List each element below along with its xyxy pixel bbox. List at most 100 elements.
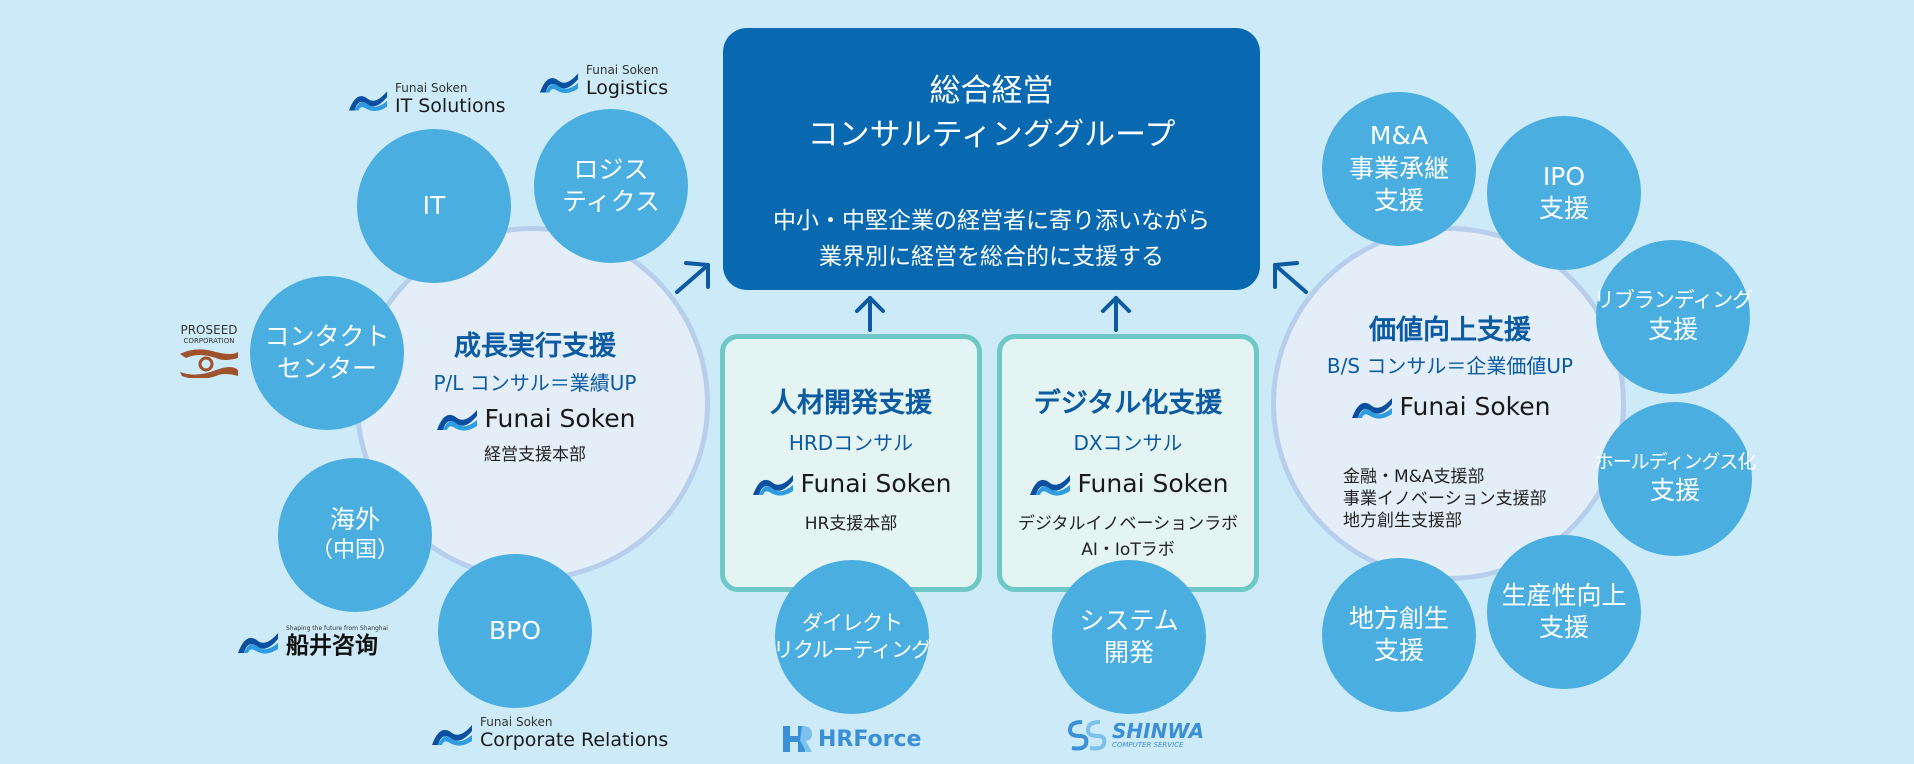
circle-direct-recruiting: ダイレクト リクルーティング bbox=[772, 560, 932, 714]
circle-it: IT bbox=[357, 129, 511, 283]
circle-regional-label-1: 地方創生 bbox=[1348, 603, 1449, 633]
left-cluster-dept: 経営支援本部 bbox=[484, 444, 586, 465]
hrforce-logo-icon bbox=[783, 726, 812, 752]
brand-log-large: Logistics bbox=[586, 77, 669, 99]
funai-soken-logo-icon bbox=[1029, 474, 1070, 496]
circle-holding-label-2: 支援 bbox=[1649, 476, 1700, 506]
left-cluster-title: 成長実行支援 bbox=[454, 331, 616, 362]
dx-logo-text: Funai Soken bbox=[1077, 469, 1229, 498]
left-cluster-subtitle: P/L コンサル＝業績UP bbox=[433, 371, 637, 395]
right-cluster-depts: 金融・M&A支援部 事業イノベーション支援部 地方創生支援部 bbox=[1343, 466, 1547, 532]
funai-soken-logo-icon bbox=[752, 474, 793, 496]
circle-rebranding: リブランディング 支援 bbox=[1593, 240, 1754, 394]
brand-shanghai-small: Shaping the future from Shanghai bbox=[286, 625, 388, 632]
circle-productivity: 生産性向上 支援 bbox=[1487, 535, 1641, 689]
dx-note-1: デジタルイノベーションラボ bbox=[1017, 514, 1239, 534]
brand-it-large: IT Solutions bbox=[395, 95, 506, 117]
brand-hrforce-text: HRForce bbox=[818, 726, 922, 752]
arrow-left-cluster bbox=[675, 261, 710, 294]
circle-rebrand-label-1: リブランディング bbox=[1593, 288, 1754, 313]
circle-contact-label-2: センター bbox=[276, 354, 377, 383]
circle-overseas-label-1: 海外 bbox=[329, 505, 380, 535]
circle-regional-label-2: 支援 bbox=[1373, 636, 1424, 665]
shinwa-logo-icon bbox=[1067, 720, 1107, 751]
hrd-title: 人材開発支援 bbox=[770, 388, 932, 419]
circle-productivity-label-1: 生産性向上 bbox=[1501, 580, 1627, 610]
dx-note: デジタルイノベーションラボ AI・IoTラボ bbox=[1002, 511, 1254, 563]
group-title-line1: 総合経営 bbox=[929, 73, 1054, 109]
brand-corporate-relations: Funai Soken Corporate Relations bbox=[430, 716, 668, 751]
brand-log-small: Funai Soken bbox=[586, 63, 659, 77]
dx-box: デジタル化支援 DXコンサル Funai Soken デジタルイノベーションラボ… bbox=[997, 334, 1259, 592]
circle-ma-label-2: 事業承継 bbox=[1348, 153, 1449, 183]
right-cluster-logo: Funai Soken bbox=[1290, 392, 1610, 424]
circle-ipo-label-2: 支援 bbox=[1538, 194, 1589, 223]
brand-cr-small: Funai Soken bbox=[480, 715, 553, 729]
group-description-line2: 業界別に経営を総合的に支援する bbox=[819, 244, 1164, 270]
brand-it-small: Funai Soken bbox=[395, 81, 468, 95]
circle-ma: M&A 事業承継 支援 bbox=[1322, 92, 1476, 246]
right-cluster-logo-text: Funai Soken bbox=[1399, 392, 1551, 421]
circle-it-label: IT bbox=[422, 190, 446, 220]
brand-logistics: Funai Soken Logistics bbox=[538, 64, 668, 99]
circle-overseas-label-2: （中国） bbox=[310, 537, 399, 563]
right-cluster-circle bbox=[1271, 226, 1626, 581]
proseed-logo-icon bbox=[180, 349, 238, 379]
circle-logistics-label-2: ティクス bbox=[562, 187, 660, 216]
circle-regional: 地方創生 支援 bbox=[1322, 558, 1476, 712]
left-cluster-text: 成長実行支援 P/L コンサル＝業績UP Funai Soken 経営支援本部 bbox=[390, 328, 680, 466]
circle-contact-label-1: コンタクト bbox=[264, 321, 390, 351]
funai-soken-logo-icon bbox=[238, 633, 278, 654]
circle-direct-label-1: ダイレクト bbox=[802, 610, 903, 635]
right-cluster-title: 価値向上支援 bbox=[1369, 315, 1531, 346]
circle-direct-label-2: リクルーティング bbox=[772, 638, 932, 662]
circle-holding-label-1: ホールディングス化 bbox=[1594, 451, 1757, 474]
circle-rebrand-label-2: 支援 bbox=[1647, 315, 1698, 345]
hrd-note: HR支援本部 bbox=[804, 514, 898, 534]
circle-bpo-label: BPO bbox=[489, 615, 541, 645]
brand-hrforce: HRForce bbox=[780, 724, 921, 754]
group-title-line2: コンサルティンググループ bbox=[807, 117, 1176, 153]
dx-title: デジタル化支援 bbox=[1033, 388, 1223, 419]
brand-proseed-2: CORPORATION bbox=[183, 337, 235, 345]
group-title-box: 総合経営 コンサルティンググループ 中小・中堅企業の経営者に寄り添いながら 業界… bbox=[723, 28, 1260, 290]
funai-soken-logo-icon bbox=[432, 724, 472, 746]
right-dept-3: 地方創生支援部 bbox=[1343, 511, 1462, 531]
left-cluster-logo-text: Funai Soken bbox=[484, 404, 636, 433]
brand-shanghai-large: 船井咨询 bbox=[286, 633, 378, 659]
arrow-dx bbox=[1101, 296, 1131, 332]
dx-logo: Funai Soken bbox=[1002, 469, 1254, 501]
circle-ma-label-1: M&A bbox=[1369, 121, 1429, 151]
brand-proseed-1: PROSEED bbox=[180, 323, 238, 337]
hrd-logo-text: Funai Soken bbox=[800, 469, 952, 498]
right-cluster-subtitle: B/S コンサル＝企業価値UP bbox=[1326, 354, 1574, 378]
group-description-line1: 中小・中堅企業の経営者に寄り添いながら bbox=[773, 208, 1210, 234]
brand-it-solutions: Funai Soken IT Solutions bbox=[347, 82, 506, 117]
circle-holdings: ホールディングス化 支援 bbox=[1595, 402, 1756, 556]
brand-shanghai: Shaping the future from Shanghai 船井咨询 bbox=[236, 625, 388, 659]
dx-subtitle: DXコンサル bbox=[1073, 431, 1183, 455]
funai-soken-logo-icon bbox=[1351, 397, 1392, 419]
circle-bpo: BPO bbox=[438, 554, 592, 708]
arrow-hrd bbox=[855, 296, 885, 332]
funai-soken-logo-icon bbox=[348, 90, 388, 111]
funai-soken-logo-icon bbox=[436, 409, 477, 431]
hrd-logo: Funai Soken bbox=[725, 469, 977, 501]
circle-ipo: IPO 支援 bbox=[1487, 116, 1641, 270]
hrd-subtitle: HRDコンサル bbox=[788, 431, 914, 455]
circle-overseas: 海外 （中国） bbox=[278, 458, 432, 612]
brand-shinwa-1: SHINWA bbox=[1112, 718, 1205, 743]
circle-system-label-1: システム bbox=[1079, 605, 1179, 635]
right-dept-2: 事業イノベーション支援部 bbox=[1343, 489, 1547, 509]
brand-shinwa: SHINWA COMPUTER SERVICE bbox=[1066, 718, 1204, 752]
brand-proseed: PROSEED CORPORATION bbox=[174, 324, 244, 382]
circle-system-label-2: 開発 bbox=[1103, 638, 1154, 667]
right-dept-1: 金融・M&A支援部 bbox=[1343, 467, 1485, 487]
funai-soken-logo-icon bbox=[539, 72, 579, 93]
arrow-right-cluster bbox=[1273, 261, 1308, 294]
circle-contact-center: コンタクト センター bbox=[250, 276, 404, 430]
circle-system-development: システム 開発 bbox=[1052, 560, 1206, 714]
circle-logistics: ロジス ティクス bbox=[534, 109, 688, 263]
circle-ipo-label-1: IPO bbox=[1542, 161, 1586, 191]
